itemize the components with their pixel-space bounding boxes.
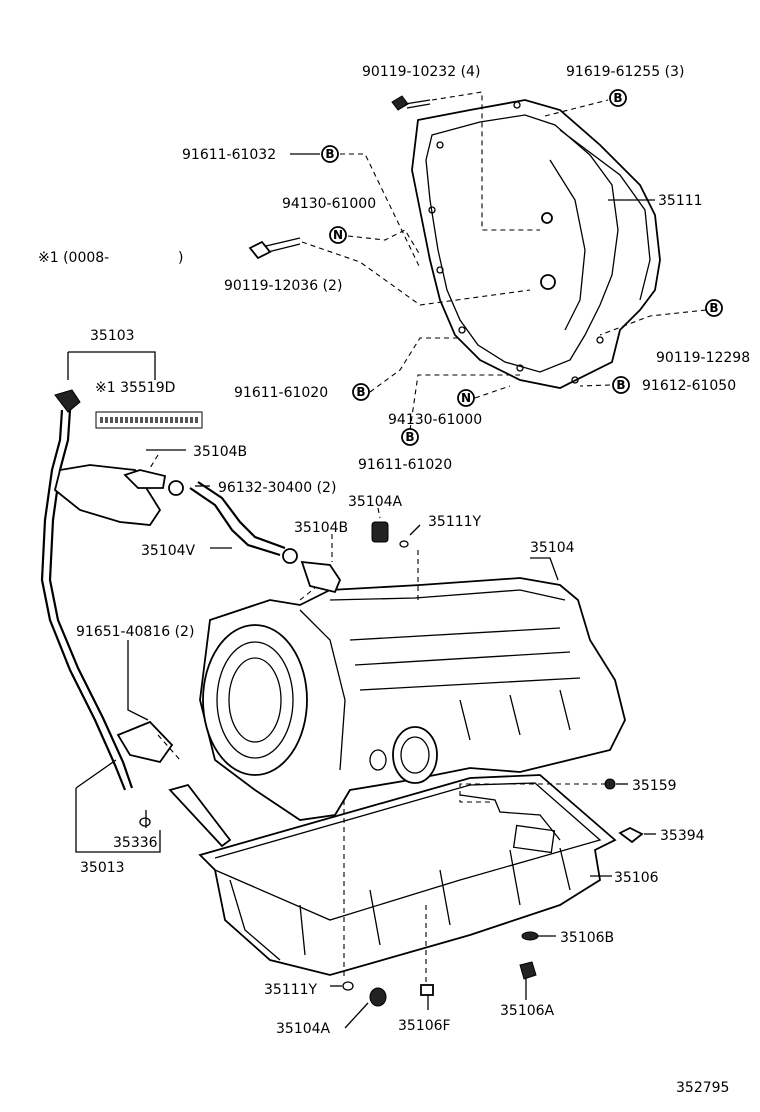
oil-pan-35106: [198, 774, 617, 976]
label-35519d: [95, 411, 203, 429]
b-marker-3: B: [705, 299, 723, 317]
b-marker-4: B: [352, 383, 370, 401]
callout-94130-61000-lower: 94130-61000: [388, 412, 482, 428]
fitting-35104a: [371, 521, 389, 543]
leader-lines: [67, 91, 707, 1029]
callout-35111y-upper: 35111Y: [428, 514, 482, 530]
callout-note-1-close: ): [178, 250, 183, 266]
callout-35106: 35106: [614, 870, 659, 886]
callout-90119-12036: 90119-12036 (2): [224, 278, 342, 294]
callout-note-1: ※1 (0008-: [38, 250, 109, 266]
transmission-case-35104: [199, 577, 626, 821]
callout-91619-61255: 91619-61255 (3): [566, 64, 684, 80]
callout-91611-61020-bottom: 91611-61020: [358, 457, 452, 473]
callout-35106f: 35106F: [398, 1018, 451, 1034]
b-marker-2: B: [321, 145, 339, 163]
svg-text:B: B: [709, 301, 718, 315]
callout-94130-61000-upper: 94130-61000: [282, 196, 376, 212]
callout-35159: 35159: [632, 778, 677, 794]
callout-90119-10232: 90119-10232 (4): [362, 64, 480, 80]
bolt-90119-12036: [248, 237, 301, 260]
drain-plug-35106a: [519, 961, 537, 980]
clip-96132-30400: [168, 480, 298, 564]
bell-housing-35111: [411, 99, 661, 389]
callout-35104v: 35104V: [141, 543, 196, 559]
svg-text:B: B: [325, 147, 334, 161]
hose-35104v: [189, 481, 286, 557]
gasket-35106b: [521, 931, 539, 941]
callout-35519d: ※1 35519D: [95, 380, 175, 396]
callout-35111: 35111: [658, 193, 703, 209]
callout-90119-12298: 90119-12298: [656, 350, 750, 366]
b-marker-5: B: [612, 376, 630, 394]
o-ring-35111y: [342, 540, 409, 991]
union-35104b-upper: [123, 469, 167, 489]
plug-35104a-lower: [369, 987, 387, 1007]
callout-91612-61050: 91612-61050: [642, 378, 736, 394]
callout-35106b: 35106B: [560, 930, 614, 946]
callout-96132-30400: 96132-30400 (2): [218, 480, 336, 496]
svg-text:B: B: [616, 378, 625, 392]
callout-35104a-upper: 35104A: [348, 494, 403, 510]
svg-text:N: N: [333, 228, 343, 242]
figure-number: 352795: [676, 1080, 729, 1096]
callout-35013: 35013: [80, 860, 125, 876]
ring-35336: [139, 817, 151, 827]
bolt-90119-10232: [391, 95, 431, 111]
union-35104b-lower: [300, 560, 342, 594]
callout-35104b-lower: 35104B: [294, 520, 348, 536]
plug-35159: [604, 778, 616, 790]
callout-35104b-upper: 35104B: [193, 444, 247, 460]
callout-labels: 90119-10232 (4) 91619-61255 (3) 91611-61…: [38, 64, 750, 1096]
dipstick-tube-35013: [40, 389, 232, 848]
callout-35103: 35103: [90, 328, 135, 344]
b-marker-1: B: [609, 89, 627, 107]
svg-text:B: B: [405, 430, 414, 444]
svg-text:B: B: [356, 385, 365, 399]
callout-35106a: 35106A: [500, 1003, 555, 1019]
callout-35336: 35336: [113, 835, 158, 851]
n-marker-1: N: [329, 226, 347, 244]
callout-91651-40816: 91651-40816 (2): [76, 624, 194, 640]
callout-35104: 35104: [530, 540, 575, 556]
b-marker-6: B: [401, 428, 419, 446]
svg-text:B: B: [613, 91, 622, 105]
magnet-35394: [618, 826, 644, 844]
callout-91611-61032: 91611-61032: [182, 147, 276, 163]
callout-35394: 35394: [660, 828, 705, 844]
callout-35104a-lower: 35104A: [276, 1021, 331, 1037]
svg-text:N: N: [461, 391, 471, 405]
callout-91611-61020-left: 91611-61020: [234, 385, 328, 401]
bolt-35106f: [420, 984, 434, 996]
n-marker-2: N: [457, 389, 475, 407]
callout-35111y-lower: 35111Y: [264, 982, 318, 998]
